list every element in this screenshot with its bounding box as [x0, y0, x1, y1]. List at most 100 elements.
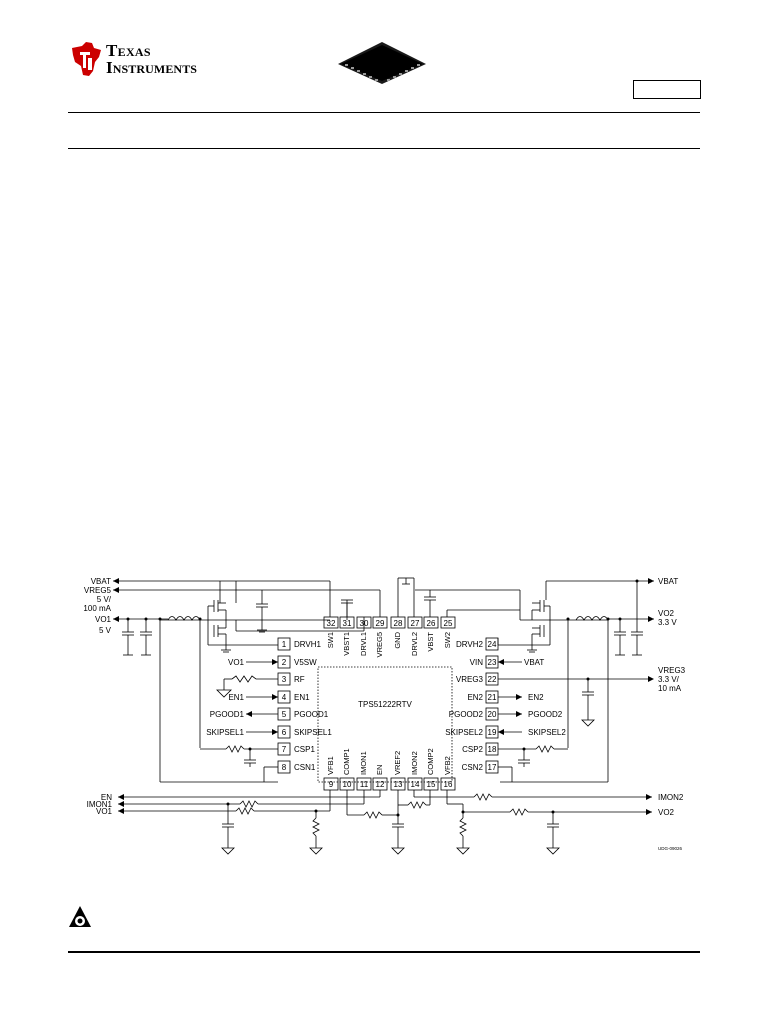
pin-name: SKIPSEL2 [445, 728, 483, 737]
signal-vbat-left: VBAT [91, 577, 111, 586]
pin-number: 12 [376, 780, 385, 789]
pin-number: 4 [282, 693, 287, 702]
pin-number: 28 [394, 619, 403, 628]
pin-name: DRVH1 [294, 640, 322, 649]
signal-vo1-voltage: 5 V [99, 626, 112, 635]
signal-vreg3-voltage: 3.3 V/ [658, 675, 680, 684]
pin-number: 17 [488, 763, 497, 772]
pin-name: DRVL2 [410, 632, 419, 656]
signal-vo1-in: VO1 [228, 658, 245, 667]
header-rule-bottom [68, 148, 700, 149]
ti-logo: Texas Instruments [68, 40, 228, 80]
header-rule-top [68, 112, 700, 113]
pin-number: 1 [282, 640, 287, 649]
pin-number: 10 [343, 780, 352, 789]
pin-number: 16 [444, 780, 453, 789]
pin-name: IMON1 [359, 751, 368, 775]
pin-number: 5 [282, 710, 287, 719]
pin-name: VREG3 [456, 675, 484, 684]
pin-name: IMON2 [410, 751, 419, 775]
signal-pgood2: PGOOD2 [528, 710, 563, 719]
pin-number: 27 [411, 619, 420, 628]
esd-warning-icon [69, 906, 91, 927]
left-pin-boxes [277, 637, 291, 774]
pin-number: 30 [360, 619, 369, 628]
top-pin-boxes [323, 616, 456, 629]
brand-line1: Texas [106, 41, 151, 60]
pin-name: COMP1 [342, 748, 351, 775]
signal-vbat-right: VBAT [658, 577, 678, 586]
signal-en2: EN2 [528, 693, 544, 702]
pin-name: RF [294, 675, 305, 684]
pin-name: CSN1 [294, 763, 316, 772]
pin-name: EN [375, 765, 384, 775]
signal-vreg3: VREG3 [658, 666, 686, 675]
pin-number: 31 [343, 619, 352, 628]
signal-pgood1: PGOOD1 [210, 710, 245, 719]
pin-name: CSP1 [294, 745, 315, 754]
bottom-pin-boxes [323, 777, 456, 791]
signal-vbat-in: VBAT [524, 658, 544, 667]
signal-vo1-bottom: VO1 [96, 807, 113, 816]
pin-number: 15 [427, 780, 436, 789]
pin-name: CSN2 [462, 763, 484, 772]
footer-rule [68, 951, 700, 953]
pin-name: SKIPSEL1 [294, 728, 332, 737]
pin-number: 14 [411, 780, 420, 789]
pin-number: 32 [327, 619, 336, 628]
pin-name: DRVL1 [359, 632, 368, 656]
document-number-box [633, 80, 701, 99]
pin-name: VFB1 [326, 756, 335, 775]
pin-name: COMP2 [426, 748, 435, 775]
pin-name: VBST [426, 632, 435, 652]
ic-outline [317, 666, 453, 783]
pin-number: 23 [488, 658, 497, 667]
pin-number: 19 [488, 728, 497, 737]
pin-number: 29 [376, 619, 385, 628]
signal-imon1: IMON1 [87, 800, 113, 809]
pin-name: PGOOD2 [449, 710, 484, 719]
pin-number: 3 [282, 675, 287, 684]
pin-name: VREF2 [393, 751, 402, 775]
pin-name: VREG5 [375, 632, 384, 657]
pin-number: 8 [282, 763, 287, 772]
pin-name: EN2 [467, 693, 483, 702]
pin-number: 7 [282, 745, 287, 754]
signal-vreg5-voltage: 5 V/ [97, 595, 112, 604]
brand-line2: Instruments [106, 58, 198, 77]
signal-skipsel1: SKIPSEL1 [206, 728, 244, 737]
pin-name: GND [393, 631, 402, 648]
pin-name: VIN [470, 658, 484, 667]
signal-vo1-out: VO1 [95, 615, 112, 624]
pin-number: 21 [488, 693, 497, 702]
pin-number: 26 [427, 619, 436, 628]
signal-vreg5-current: 100 mA [83, 604, 111, 613]
signal-vo2-voltage: 3.3 V [658, 618, 677, 627]
ti-logo-icon [72, 42, 101, 76]
pin-name: PGOOD1 [294, 710, 329, 719]
pin-name: V5SW [294, 658, 317, 667]
pin-number: 25 [444, 619, 453, 628]
signal-skipsel2: SKIPSEL2 [528, 728, 566, 737]
pin-number: 13 [394, 780, 403, 789]
chip-package-image [335, 38, 429, 86]
signal-imon2: IMON2 [658, 793, 684, 802]
pin-name: CSP2 [462, 745, 483, 754]
pin-name: VBST1 [342, 632, 351, 656]
pin-number: 2 [282, 658, 287, 667]
pin-number: 22 [488, 675, 497, 684]
pin-name: VFB2 [443, 756, 452, 775]
chip-name: TPS51222RTV [358, 700, 412, 709]
signal-en1: EN1 [228, 693, 244, 702]
pin-number: 6 [282, 728, 287, 737]
signal-vreg3-current: 10 mA [658, 684, 682, 693]
pin-name: EN1 [294, 693, 310, 702]
signal-en: EN [101, 793, 112, 802]
signal-vreg5: VREG5 [84, 586, 112, 595]
pin-number: 18 [488, 745, 497, 754]
pin-number: 20 [488, 710, 497, 719]
signal-vo2-bottom: VO2 [658, 808, 675, 817]
pin-number: 24 [488, 640, 497, 649]
pin-name: SW1 [326, 632, 335, 648]
application-schematic: TPS51222RTV 1 DRVH1 2 V5SW 3 RF 4 EN1 5 … [83, 577, 686, 855]
